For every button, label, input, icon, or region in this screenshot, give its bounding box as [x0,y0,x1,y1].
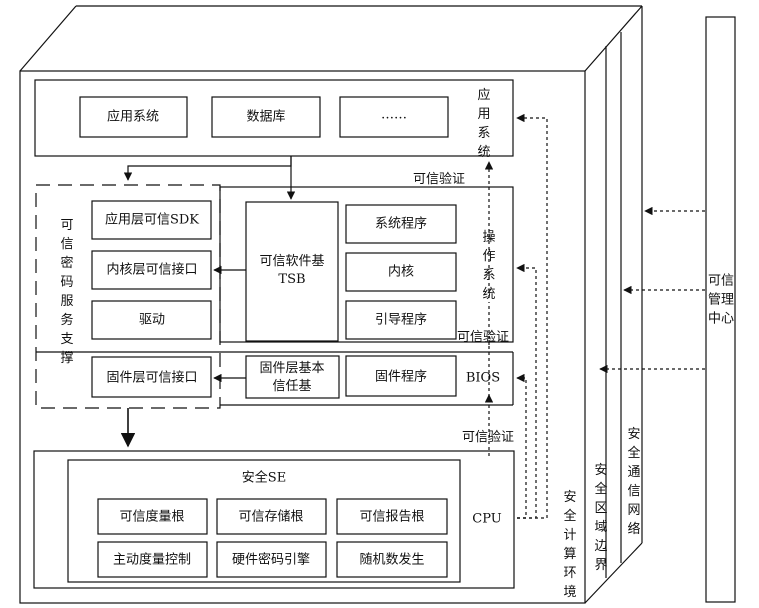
hardware-layer-box [33,450,515,589]
root-report-box [336,498,448,535]
firmware-program-box [345,355,457,397]
os-layer-box [219,186,514,343]
trusted-mgmt-center-label: 可信 管理 中心 [707,273,735,327]
driver-box [91,300,212,340]
kernel-label: 内核 [387,264,415,280]
root-storage-label: 可信存储根 [238,509,304,525]
active-measure-ctrl-label: 主动度量控制 [112,552,192,568]
driver-label: 驱动 [138,312,166,328]
root-report-label: 可信报告根 [359,509,425,525]
os-vertical-label: 操作系统 [482,230,496,302]
rng-box [336,541,448,578]
cpu-label: CPU [472,511,502,527]
app-layer-box [34,79,514,157]
ellipsis-box [339,96,449,138]
app-system-label: 应用系统 [106,109,160,125]
outer-3d-box [19,5,643,604]
boot-program-label: 引导程序 [374,312,428,328]
database-box [211,96,321,138]
hw-crypto-engine-label: 硬件密码引擎 [231,552,311,568]
tsb-box [245,201,339,342]
firmware-program-label: 固件程序 [374,369,428,385]
secure-se-label: 安全SE [241,470,287,486]
app-layer-sdk-box [91,200,212,240]
secure-computing-env-label: 安全计算环境 [563,490,577,600]
trusted-verify-bottom-label: 可信验证 [462,430,515,445]
app-system-box [79,96,188,138]
kernel-box [345,252,457,292]
secure-area-boundary-label: 安全区域边界 [594,463,608,573]
crypto-service-label: 可信密码服务支撑 [60,218,74,366]
mgmt-center-box [705,16,736,603]
crypto-service-region [35,184,221,409]
kernel-interface-box [91,250,212,290]
app-layer-sdk-label: 应用层可信SDK [104,212,200,228]
kernel-interface-label: 内核层可信接口 [106,262,198,278]
firmware-base-label: 固件层基本 信任基 [259,361,325,394]
trusted-verify-mid-label: 可信验证 [457,330,510,345]
dotted-arrows [484,113,705,519]
rng-label: 随机数发生 [359,552,425,568]
app-system-vertical-label: 应用系统 [477,88,491,160]
secure-comm-network-label: 安全通信网络 [627,427,641,537]
firmware-interface-box [91,356,212,398]
boot-program-box [345,300,457,340]
trusted-verify-top-label: 可信验证 [413,172,466,187]
active-measure-ctrl-box [97,541,208,578]
system-program-box [345,204,457,244]
ellipsis-label: …… [381,107,407,123]
root-storage-box [216,498,327,535]
tsb-label: 可信软件基 TSB [259,254,325,287]
secure-se-box [67,459,461,583]
system-program-label: 系统程序 [374,216,428,232]
database-label: 数据库 [246,109,286,125]
bios-label: BIOS [465,370,501,386]
root-measure-label: 可信度量根 [119,509,185,525]
firmware-base-box [245,355,340,399]
hw-crypto-engine-box [216,541,327,578]
firmware-interface-label: 固件层可信接口 [106,370,198,386]
root-measure-box [97,498,208,535]
solid-arrows [120,156,296,448]
